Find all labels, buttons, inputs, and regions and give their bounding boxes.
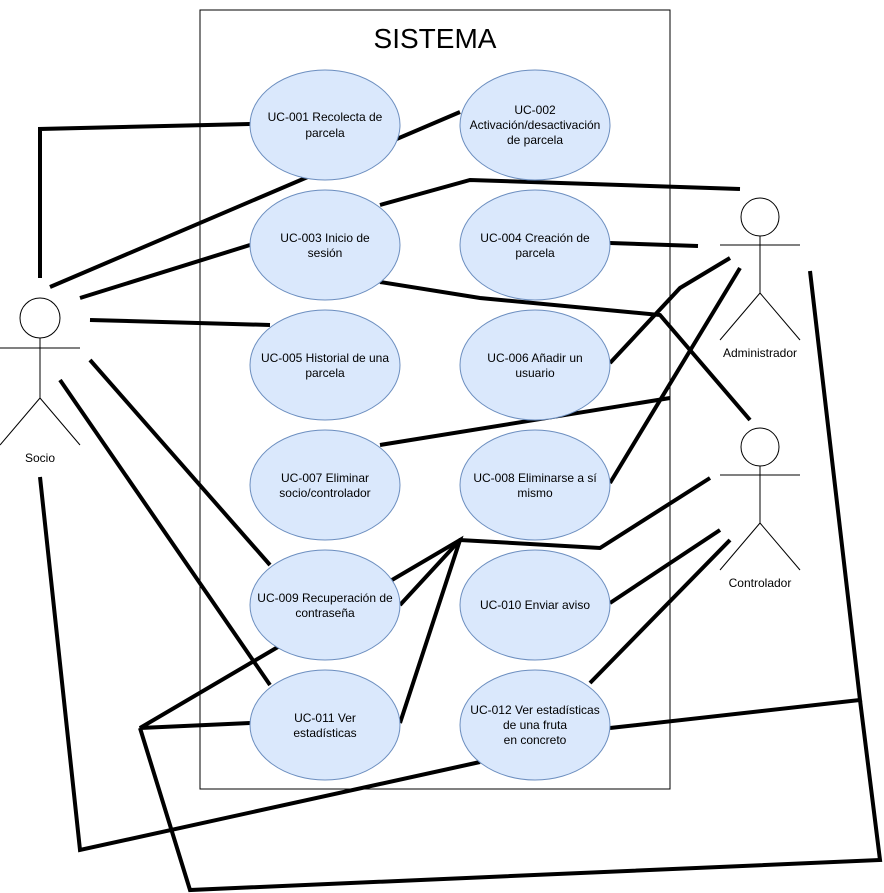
association-admin-uc004	[609, 241, 699, 248]
association-admin-uc003	[379, 177, 741, 207]
use-case-uc-001[interactable]: UC-001 Recolecta de parcela	[249, 69, 401, 181]
use-case-uc-002[interactable]: UC-002 Activación/desactivación de parce…	[459, 69, 611, 181]
use-case-label: UC-011 Ver	[294, 711, 356, 725]
use-case-uc-003[interactable]: UC-003 Inicio de sesión	[249, 189, 401, 301]
use-case-label: contraseña	[295, 606, 355, 620]
association-socio-uc009	[88, 358, 272, 567]
association-uc009-controlador	[398, 476, 712, 607]
association-admin-uc008	[608, 266, 742, 485]
use-case-uc-004[interactable]: UC-004 Creación de parcela	[459, 189, 611, 301]
use-case-label: UC-001 Recolecta de	[268, 110, 383, 124]
association-socio-uc003	[79, 243, 251, 300]
system-title: SISTEMA	[374, 23, 497, 54]
use-case-uc-010[interactable]: UC-010 Enviar aviso	[459, 549, 611, 661]
actor-label: Socio	[25, 451, 55, 465]
use-case-label: parcela	[305, 126, 345, 140]
association-socio-uc005	[89, 318, 271, 327]
use-case-label: parcela	[515, 246, 555, 260]
use-case-label: parcela	[305, 366, 345, 380]
actor-controlador[interactable]: Controlador	[719, 427, 801, 590]
use-case-label: UC-005 Historial de una	[261, 351, 389, 365]
association-admin-uc006	[608, 256, 732, 365]
use-case-label: estadísticas	[293, 726, 356, 740]
use-case-label: UC-008 Eliminarse a sí	[473, 471, 597, 485]
use-case-label: UC-012 Ver estadísticas	[470, 703, 599, 717]
association-admin-uc007	[379, 396, 671, 447]
use-case-label: UC-006 Añadir un	[487, 351, 582, 365]
association-uc010-controlador	[608, 528, 722, 605]
use-case-label: socio/controlador	[279, 486, 370, 500]
association-socio-uc012	[38, 476, 481, 853]
use-case-uc-007[interactable]: UC-007 Eliminar socio/controlador	[249, 429, 401, 541]
actor-label: Administrador	[723, 346, 797, 360]
actor-administrador[interactable]: Administrador	[719, 197, 801, 360]
association-socio-uc001	[38, 122, 251, 278]
association-uc012-controlador	[588, 538, 732, 685]
association-socio-uc011	[58, 378, 272, 687]
use-case-label: en concreto	[504, 733, 567, 747]
stick-figure-icon	[719, 427, 801, 571]
use-case-label: de una fruta	[503, 718, 567, 732]
use-case-label: de parcela	[507, 133, 563, 147]
actor-label: Controlador	[729, 576, 792, 590]
use-case-uc-005[interactable]: UC-005 Historial de una parcela	[249, 309, 401, 421]
use-case-label: UC-010 Enviar aviso	[480, 598, 590, 612]
association-uc003-controlador	[379, 280, 752, 422]
use-case-label: mismo	[517, 486, 553, 500]
actor-socio[interactable]: Socio	[0, 297, 81, 465]
use-case-label: UC-003 Inicio de	[280, 231, 370, 245]
use-case-label: UC-004 Creación de	[480, 231, 590, 245]
use-case-label: usuario	[515, 366, 555, 380]
use-case-label: sesión	[308, 246, 343, 260]
stick-figure-icon	[0, 297, 81, 446]
use-case-label: UC-002	[514, 103, 556, 117]
associations	[38, 110, 883, 893]
use-case-uc-008[interactable]: UC-008 Eliminarse a sí mismo	[459, 429, 611, 541]
use-case-uc-006[interactable]: UC-006 Añadir un usuario	[459, 309, 611, 421]
use-case-uc-012[interactable]: UC-012 Ver estadísticas de una fruta en …	[459, 669, 611, 781]
use-case-label: UC-009 Recuperación de	[257, 591, 393, 605]
use-case-uc-011[interactable]: UC-011 Ver estadísticas	[249, 669, 401, 781]
stick-figure-icon	[719, 197, 801, 341]
use-case-uc-009[interactable]: UC-009 Recuperación de contraseña	[249, 549, 401, 661]
use-case-label: Activación/desactivación	[470, 118, 601, 132]
use-case-label: UC-007 Eliminar	[281, 471, 369, 485]
association-admin-uc011	[138, 699, 883, 893]
